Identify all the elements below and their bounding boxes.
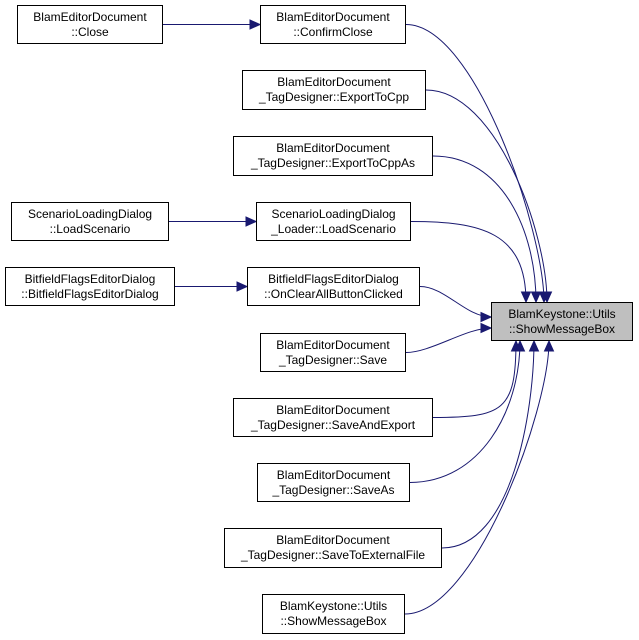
node-line2: _TagDesigner::ExportToCpp <box>258 90 410 104</box>
node-target-showmessagebox: BlamKeystone::Utils ::ShowMessageBox <box>491 302 633 341</box>
node-exporttocppas[interactable]: BlamEditorDocument _TagDesigner::ExportT… <box>233 136 433 176</box>
node-line2: ::ConfirmClose <box>293 24 373 39</box>
node-line1: BlamEditorDocument <box>276 467 391 482</box>
node-showmessagebox-overload[interactable]: BlamKeystone::Utils ::ShowMessageBox <box>262 594 405 634</box>
arrowhead-n_sldl_load-to-target <box>520 291 532 304</box>
node-line1: BlamEditorDocument <box>276 141 390 155</box>
node-line1: BitfieldFlagsEditorDialog <box>268 271 399 286</box>
node-confirmclose[interactable]: BlamEditorDocument ::ConfirmClose <box>260 5 406 44</box>
arrowhead-n_showmsg-to-target <box>543 339 555 352</box>
arrowhead-n_bfed_clear-to-target <box>480 311 493 323</box>
edge-n_save-to-target <box>405 327 492 353</box>
node-line2: _TagDesigner::Save <box>278 352 388 367</box>
node-bitfieldflagseditordialog-onclearall[interactable]: BitfieldFlagsEditorDialog ::OnClearAllBu… <box>247 267 420 306</box>
node-line2: _TagDesigner::ExportToCppAs <box>250 156 416 170</box>
node-scenarioloadingdialog-loader-loadscenario[interactable]: ScenarioLoadingDialog _Loader::LoadScena… <box>256 202 411 241</box>
edge-n_saveexport-to-target <box>432 340 517 418</box>
edge-n_saveas-to-target <box>409 340 521 483</box>
arrowhead-n_exportcpp-to-target <box>541 291 553 304</box>
node-saveandexport[interactable]: BlamEditorDocument _TagDesigner::SaveAnd… <box>233 398 433 437</box>
edge-n_saveext-to-target <box>441 340 535 549</box>
node-line1: BlamEditorDocument <box>277 75 391 89</box>
edge-n_exportcpp-to-target <box>425 89 548 303</box>
node-line2: ::Close <box>71 24 109 39</box>
node-line1: BlamEditorDocument <box>276 9 390 24</box>
node-savetoexternalfile[interactable]: BlamEditorDocument _TagDesigner::SaveToE… <box>224 528 442 568</box>
node-line2: _Loader::LoadScenario <box>271 221 396 236</box>
node-line2: _TagDesigner::SaveToExternalFile <box>240 548 426 562</box>
edge-n_exportcppas-to-target <box>432 155 537 303</box>
node-line1: BlamEditorDocument <box>33 9 147 24</box>
node-line2: ::ShowMessageBox <box>508 321 616 336</box>
node-line2: ::OnClearAllButtonClicked <box>264 286 403 301</box>
arrowhead-n_sld_load-to-n_sldl_load <box>245 216 258 227</box>
node-line1: BitfieldFlagsEditorDialog <box>24 271 156 286</box>
node-line2: _TagDesigner::SaveAs <box>272 482 395 497</box>
node-line1: ScenarioLoadingDialog <box>271 206 396 221</box>
node-exporttocpp[interactable]: BlamEditorDocument _TagDesigner::ExportT… <box>242 70 426 110</box>
edge-n_confirmclose-to-target <box>405 24 545 303</box>
node-line1: ScenarioLoadingDialog <box>27 206 153 221</box>
node-close[interactable]: BlamEditorDocument ::Close <box>17 5 163 44</box>
node-save[interactable]: BlamEditorDocument _TagDesigner::Save <box>260 333 406 372</box>
node-line1: BlamEditorDocument <box>276 337 390 352</box>
edge-n_bfed_clear-to-target <box>419 286 492 318</box>
edge-n_sldl_load-to-target <box>410 221 527 303</box>
node-saveas[interactable]: BlamEditorDocument _TagDesigner::SaveAs <box>257 463 410 502</box>
node-scenarioloadingdialog-loadscenario[interactable]: ScenarioLoadingDialog ::LoadScenario <box>11 202 169 241</box>
arrowhead-n_exportcppas-to-target <box>530 291 542 304</box>
arrowhead-n_bfed_ctor-to-n_bfed_clear <box>236 281 249 292</box>
arrowhead-n_save-to-target <box>480 322 493 334</box>
edge-n_showmsg-to-target <box>404 340 550 615</box>
arrowhead-n_saveas-to-target <box>514 339 526 352</box>
node-line2: ::LoadScenario <box>49 221 131 236</box>
arrowhead-n_close-to-n_confirmclose <box>249 19 262 30</box>
node-bitfieldflagseditordialog-ctor[interactable]: BitfieldFlagsEditorDialog ::BitfieldFlag… <box>5 267 175 306</box>
node-line2: ::ShowMessageBox <box>280 614 387 628</box>
node-line1: BlamEditorDocument <box>276 402 390 417</box>
node-line1: BlamEditorDocument <box>276 533 390 547</box>
node-line1: BlamKeystone::Utils <box>508 306 616 321</box>
node-line1: BlamKeystone::Utils <box>279 599 388 613</box>
node-line2: ::BitfieldFlagsEditorDialog <box>21 286 159 301</box>
arrowhead-n_saveext-to-target <box>528 339 540 352</box>
node-line2: _TagDesigner::SaveAndExport <box>250 417 416 432</box>
